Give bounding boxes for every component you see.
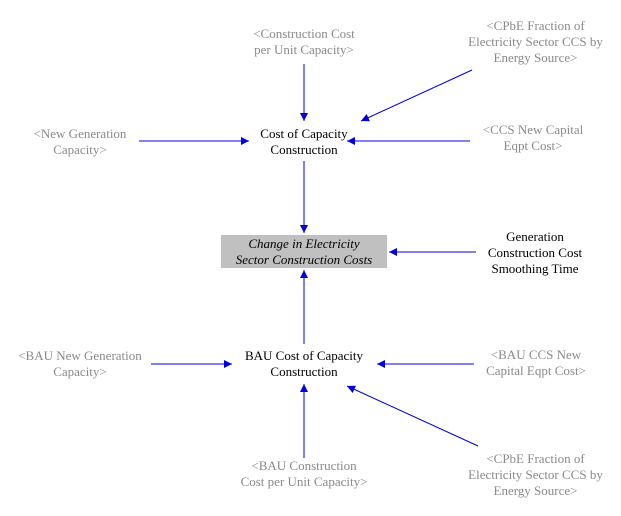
cpbe-fraction-bottom[interactable]: <CPbE Fraction of Electricity Sector CCS… xyxy=(453,451,618,499)
bau-ccs-new-capital-eqpt-cost[interactable]: <BAU CCS New Capital Eqpt Cost> xyxy=(471,347,601,379)
new-generation-capacity-line2: Capacity> xyxy=(53,142,107,157)
bau-cost-of-capacity-construction-line1: BAU Cost of Capacity xyxy=(244,348,364,363)
change-in-construction-costs-line1: Change in Electricity xyxy=(248,236,360,251)
bau-construction-cost-per-unit-line2: Cost per Unit Capacity> xyxy=(240,474,368,489)
bau-cost-of-capacity-construction[interactable]: BAU Cost of Capacity Construction xyxy=(229,348,379,380)
cpbe-fraction-top-line1: <CPbE Fraction of xyxy=(486,18,585,33)
arrow-cpbe-top-to-cost-of-capacity xyxy=(360,69,473,122)
cost-of-capacity-construction-line2: Construction xyxy=(270,142,338,157)
construction-cost-per-unit-line1: <Construction Cost xyxy=(253,26,355,41)
cpbe-fraction-bottom-line2: Electricity Sector CCS by xyxy=(468,467,603,482)
new-generation-capacity[interactable]: <New Generation Capacity> xyxy=(15,126,145,158)
ccs-new-capital-eqpt-cost-line1: <CCS New Capital xyxy=(482,122,584,137)
bau-cost-of-capacity-construction-line2: Construction xyxy=(270,364,338,379)
bau-new-generation-capacity[interactable]: <BAU New Generation Capacity> xyxy=(5,348,155,380)
change-in-construction-costs-line2: Sector Construction Costs xyxy=(235,252,373,267)
bau-construction-cost-per-unit-line1: <BAU Construction xyxy=(251,458,357,473)
cpbe-fraction-top[interactable]: <CPbE Fraction of Electricity Sector CCS… xyxy=(453,18,618,66)
bau-new-generation-capacity-line1: <BAU New Generation xyxy=(18,348,142,363)
cpbe-fraction-bottom-line1: <CPbE Fraction of xyxy=(486,451,585,466)
construction-cost-per-unit-capacity[interactable]: <Construction Cost per Unit Capacity> xyxy=(229,26,379,58)
smoothing-time-line3: Smoothing Time xyxy=(491,261,579,276)
cost-of-capacity-construction[interactable]: Cost of Capacity Construction xyxy=(239,126,369,158)
smoothing-time-line2: Construction Cost xyxy=(487,245,583,260)
bau-construction-cost-per-unit-capacity[interactable]: <BAU Construction Cost per Unit Capacity… xyxy=(224,458,384,490)
generation-construction-cost-smoothing-time[interactable]: Generation Construction Cost Smoothing T… xyxy=(470,229,600,277)
ccs-new-capital-eqpt-cost[interactable]: <CCS New Capital Eqpt Cost> xyxy=(468,122,598,154)
bau-ccs-new-capital-eqpt-cost-line1: <BAU CCS New xyxy=(490,347,582,362)
cpbe-fraction-top-line3: Energy Source> xyxy=(493,50,578,65)
construction-cost-per-unit-line2: per Unit Capacity> xyxy=(254,42,354,57)
bau-new-generation-capacity-line2: Capacity> xyxy=(53,364,107,379)
ccs-new-capital-eqpt-cost-line2: Eqpt Cost> xyxy=(503,138,563,153)
smoothing-time-line1: Generation xyxy=(506,229,564,244)
change-in-electricity-sector-construction-costs[interactable]: Change in Electricity Sector Constructio… xyxy=(221,235,387,268)
cpbe-fraction-bottom-line3: Energy Source> xyxy=(493,483,578,498)
cpbe-fraction-top-line2: Electricity Sector CCS by xyxy=(468,34,603,49)
new-generation-capacity-line1: <New Generation xyxy=(33,126,127,141)
cost-of-capacity-construction-line1: Cost of Capacity xyxy=(260,126,348,141)
bau-ccs-new-capital-eqpt-cost-line2: Capital Eqpt Cost> xyxy=(486,363,586,378)
arrow-cpbe-bottom-to-bau-cost xyxy=(346,385,479,447)
